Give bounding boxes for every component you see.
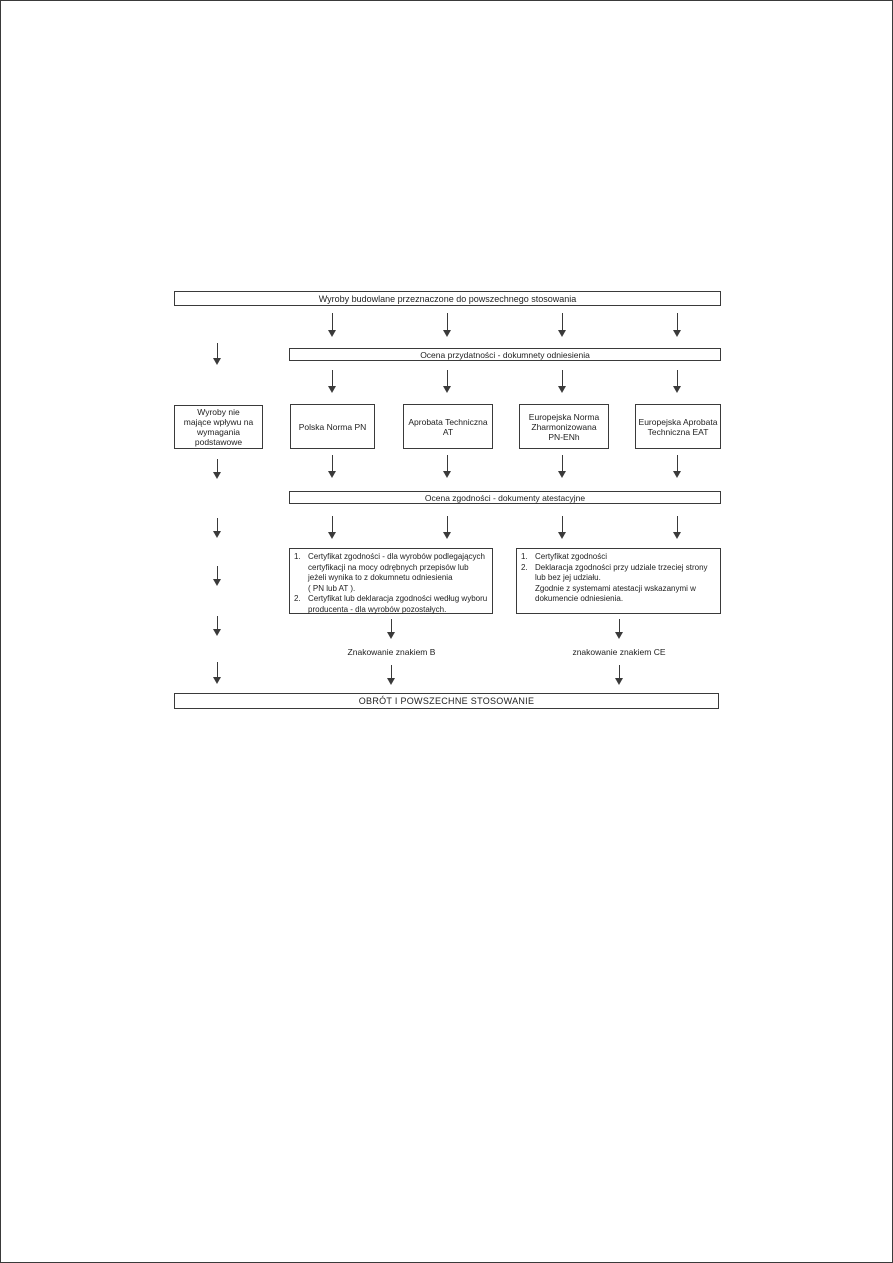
arrow-down-icon [213,459,221,479]
arrow-down-icon [328,313,336,337]
arrow-down-icon [443,455,451,478]
bar-conformity-assessment: Ocena zgodności - dokumenty atestacyjne [289,491,721,504]
list-item-number: 2. [294,594,301,603]
node-attestation-ce: 1. Certyfikat zgodności 2. Deklaracja zg… [516,548,721,614]
list-item-text: Deklaracja zgodności przy udziale trzeci… [535,562,708,604]
arrow-down-icon [387,665,395,685]
bar-suitability-assessment: Ocena przydatności - dokumnety odniesien… [289,348,721,361]
list-item-text: Certyfikat lub deklaracja zgodności wedł… [308,594,488,614]
node-label: Aprobata Techniczna AT [408,416,488,437]
arrow-down-icon [558,370,566,393]
list-item: 1. Certyfikat zgodności - dla wyrobów po… [294,552,489,594]
marking-b-label: Znakowanie znakiem B [347,647,436,657]
node-label: Polska Norma PN [298,421,367,432]
node-polska-norma-pn: Polska Norma PN [290,404,375,449]
marking-ce-label: znakowanie znakiem CE [572,647,666,657]
node-products-no-impact: Wyroby nie mające wpływu na wymagania po… [174,405,263,449]
arrow-down-icon [328,370,336,393]
list-item-text: Certyfikat zgodności [535,552,608,561]
list-item: 2. Deklaracja zgodności przy udziale trz… [521,563,717,605]
node-label: Wyroby budowlane przeznaczone do powszec… [318,293,577,304]
arrow-down-icon [213,662,221,684]
arrow-down-icon [558,516,566,539]
node-attestation-b: 1. Certyfikat zgodności - dla wyrobów po… [289,548,493,614]
arrow-down-icon [443,516,451,539]
arrow-down-icon [443,370,451,393]
list-item-text: Certyfikat zgodności - dla wyrobów podle… [308,552,485,593]
node-europejska-norma-pn-enh: Europejska Norma Zharmonizowana PN-ENh [519,404,609,449]
arrow-down-icon [328,455,336,478]
node-label: OBRÓT I POWSZECHNE STOSOWANIE [358,696,535,706]
arrow-down-icon [558,455,566,478]
node-label: Europejska Aprobata Techniczna EAT [638,416,718,437]
arrow-down-icon [213,343,221,365]
arrow-down-icon [615,619,623,639]
arrow-down-icon [213,566,221,586]
node-europejska-aprobata-eat: Europejska Aprobata Techniczna EAT [635,404,721,449]
arrow-down-icon [673,313,681,337]
arrow-down-icon [615,665,623,685]
list-item-number: 2. [521,562,528,572]
arrow-down-icon [673,370,681,393]
bar-label: Ocena przydatności - dokumnety odniesien… [420,349,590,360]
bar-label: Ocena zgodności - dokumenty atestacyjne [424,492,586,503]
arrow-down-icon [443,313,451,337]
arrow-down-icon [673,516,681,539]
arrow-down-icon [213,518,221,538]
arrow-down-icon [387,619,395,639]
node-products-general-use: Wyroby budowlane przeznaczone do powszec… [174,291,721,306]
node-market-common-use: OBRÓT I POWSZECHNE STOSOWANIE [174,693,719,709]
arrow-down-icon [213,616,221,636]
node-aprobata-techniczna-at: Aprobata Techniczna AT [403,404,493,449]
node-label: Wyroby nie mające wpływu na wymagania po… [183,407,254,447]
list-item-number: 1. [521,552,528,561]
list-item: 1. Certyfikat zgodności [521,552,717,563]
arrow-down-icon [558,313,566,337]
arrow-down-icon [328,516,336,539]
list-item: 2. Certyfikat lub deklaracja zgodności w… [294,594,489,615]
list-item-number: 1. [294,552,301,561]
node-label: Europejska Norma Zharmonizowana PN-ENh [528,411,600,442]
arrow-down-icon [673,455,681,478]
